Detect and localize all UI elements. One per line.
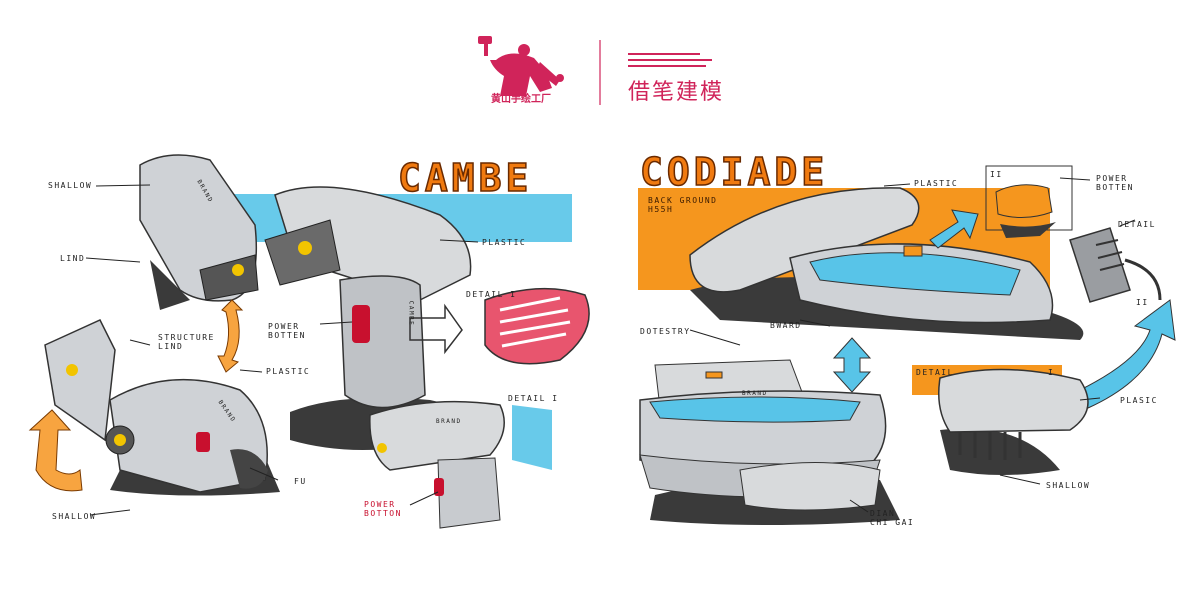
label-detail-2: DETAIL I — [508, 394, 559, 403]
label-background: BACK GROUND H55H — [648, 196, 718, 214]
label-plastic-mid: PLASTIC — [266, 367, 311, 376]
factory-logo-icon — [478, 36, 712, 105]
label-plastic-top: PLASTIC — [914, 179, 959, 188]
brand-mark-c: BRAND — [436, 418, 462, 425]
label-power-botten-right: POWER BOTTEN — [1096, 174, 1134, 192]
label-bward: BWARD — [770, 321, 802, 330]
label-dotestry: DOTESTRY — [640, 327, 691, 336]
label-detail-bottom: DETAIL — [916, 368, 954, 377]
codiade-title: CODIADE — [639, 149, 829, 195]
label-plasic: PLASIC — [1120, 396, 1158, 405]
cambe-title: CAMBE — [397, 155, 533, 201]
brand-mark-right: BRAND — [742, 390, 768, 397]
label-roman-2: II — [1136, 298, 1149, 307]
label-dian-chi-gai: DIAN CHI GAI — [870, 509, 915, 527]
label-roman-3: I — [1048, 368, 1055, 377]
label-lind: LIND — [60, 254, 86, 263]
factory-logo-text: 黄山手绘工厂 — [491, 94, 551, 105]
label-power-botton-red: POWER BOTTON — [364, 500, 402, 518]
brand-title: 借笔建模 — [628, 80, 725, 105]
label-detail-1: DETAIL I — [466, 290, 517, 299]
label-plastic-right: PLASTIC — [482, 238, 527, 247]
label-shallow-bottom: SHALLOW — [52, 512, 97, 521]
label-shallow-top: SHALLOW — [48, 181, 93, 190]
label-power-botten: POWER BOTTEN — [268, 322, 306, 340]
label-shallow-right: SHALLOW — [1046, 481, 1091, 490]
label-roman-1: II — [990, 170, 1003, 179]
label-detail-top: DETAIL — [1118, 220, 1156, 229]
label-fu: FU — [294, 477, 307, 486]
label-structure-lind: STRUCTURE LIND — [158, 333, 215, 351]
